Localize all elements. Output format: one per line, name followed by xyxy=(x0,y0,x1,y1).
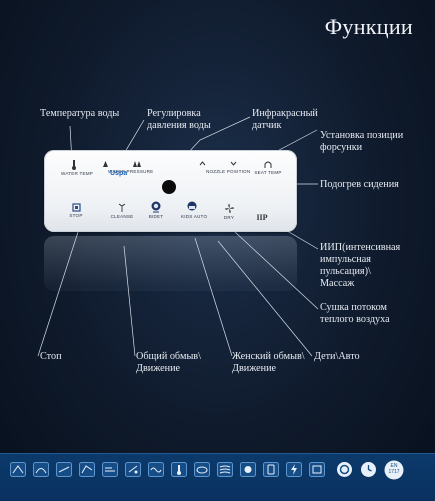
feature-icon-strip xyxy=(0,453,435,501)
remote-icon xyxy=(263,462,279,477)
wash-icon xyxy=(10,462,26,477)
power-icon xyxy=(336,461,353,478)
fan-icon xyxy=(224,204,234,213)
callout-general-wash: Общий обмыв\ Движение xyxy=(136,351,201,374)
callout-air-dryer: Сушка потоком теплого воздуха xyxy=(320,302,390,325)
drying-icon xyxy=(217,462,233,477)
bidet-button[interactable]: BIDET xyxy=(146,201,166,219)
temperature-icon xyxy=(171,462,187,477)
chevron-down-icon xyxy=(230,161,236,166)
nozzle-back-button[interactable] xyxy=(228,160,238,167)
auto-icon xyxy=(194,462,210,477)
callout-iip-massage: ИИП(интенсивная импульсная пульсация)\ М… xyxy=(320,242,401,289)
panel-reflection xyxy=(44,236,297,291)
water-icon xyxy=(125,462,141,477)
en-standard-icon: EN 1717 xyxy=(384,460,404,480)
page-title: Функции xyxy=(324,14,413,39)
nozzle-forward-button[interactable] xyxy=(197,160,207,167)
seat-icon xyxy=(79,462,95,477)
nozzle-label: NOZZLE POSITION xyxy=(206,169,251,174)
child-icon xyxy=(187,201,197,211)
dry-button[interactable]: DRY xyxy=(219,203,239,220)
pressure-label: WATER PRESSURE xyxy=(108,169,154,174)
pressure-icon xyxy=(102,462,118,477)
callout-seat-heating: Подогрев сидения xyxy=(320,179,399,190)
stop-button[interactable]: STOP xyxy=(66,203,86,218)
thermometer-icon xyxy=(72,160,76,170)
sensor-icon xyxy=(309,462,325,477)
spray-icon xyxy=(33,462,49,477)
pressure-down-button[interactable] xyxy=(100,160,110,168)
callout-stop: Стоп xyxy=(40,351,62,362)
female-icon xyxy=(151,201,161,213)
infrared-sensor xyxy=(162,180,176,194)
callout-female-wash: Женский обмыв\ Движение xyxy=(232,351,305,374)
energy-icon xyxy=(286,462,302,477)
clock-icon xyxy=(360,461,377,478)
callout-water-pressure: Регулировка давления воды xyxy=(147,108,211,131)
callout-kids-auto: Дети\Авто xyxy=(314,351,360,362)
nightlight-icon xyxy=(240,462,256,477)
water-temp-button[interactable]: WATER TEMP xyxy=(61,160,93,176)
callout-water-temperature: Температура воды xyxy=(40,108,120,119)
kids-auto-button[interactable]: KIDS AUTO xyxy=(181,201,207,219)
spray-icon xyxy=(118,203,126,212)
pressure-up-button[interactable] xyxy=(132,160,142,168)
chevron-up-icon xyxy=(199,161,205,166)
nozzle-icon xyxy=(56,462,72,477)
cleanse-button[interactable]: CLEANSE xyxy=(109,203,135,219)
iip-button[interactable]: IIP xyxy=(256,213,268,222)
seat-heat-icon xyxy=(264,161,272,168)
stop-icon xyxy=(71,203,81,212)
massage-icon xyxy=(148,462,164,477)
brand-logo: Uspa xyxy=(110,170,128,177)
callout-nozzle-position: Установка позиции форсунки xyxy=(320,130,404,153)
seat-temp-button[interactable]: SEAT TEMP xyxy=(254,160,282,175)
pressure-high-icon xyxy=(133,161,141,167)
callout-ir-sensor: Инфракрасный датчик xyxy=(252,108,318,131)
pressure-low-icon xyxy=(102,161,108,167)
